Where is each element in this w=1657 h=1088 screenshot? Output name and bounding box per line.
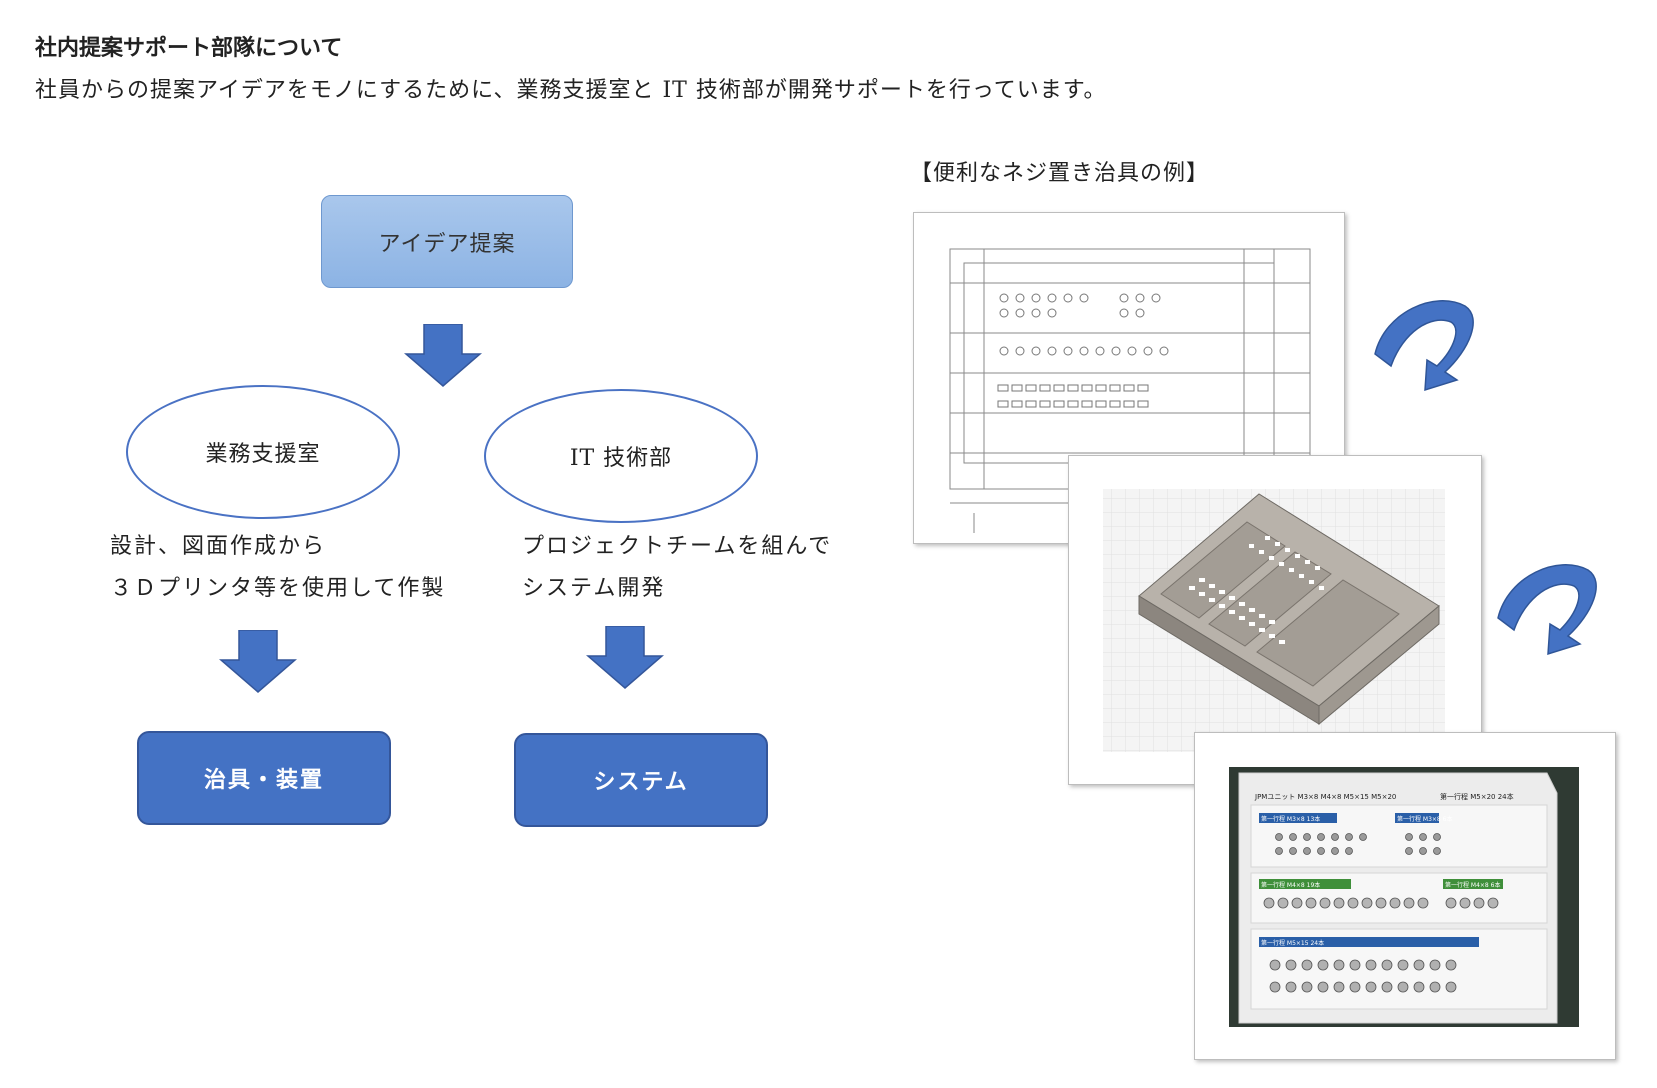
tray-header-side-label: 第一行程 M5×20 24本: [1440, 792, 1514, 801]
jig-device-box: 治具・装置: [137, 731, 391, 825]
cad-model-photo: [1068, 455, 1482, 785]
jig-photo: JPMユニット M3×8 M4×8 M5×15 M5×20 第一行程 M5×20…: [1194, 732, 1616, 1060]
left-desc-line1: 設計、図面作成から: [110, 534, 327, 559]
example-label: 【便利なネジ置き治具の例】: [910, 161, 1210, 186]
right-desc-line1: プロジェクトチームを組んで: [522, 534, 833, 559]
system-box: システム: [514, 733, 768, 827]
tray-header-label: JPMユニット M3×8 M4×8 M5×15 M5×20: [1254, 793, 1396, 801]
screw-tray-image: JPMユニット M3×8 M4×8 M5×15 M5×20 第一行程 M5×20…: [1229, 767, 1579, 1027]
curved-arrow-icon: [1374, 300, 1474, 392]
team-it-dept: IT 技術部: [484, 389, 758, 523]
3d-model-image: [1103, 489, 1445, 752]
page-title: 社内提案サポート部隊について: [35, 36, 343, 61]
intro-text: 社員からの提案アイデアをモノにするために、業務支援室と IT 技術部が開発サポー…: [35, 78, 1107, 103]
right-desc-line2: システム開発: [522, 576, 666, 601]
down-arrow-icon: [219, 630, 297, 693]
left-description: 設計、図面作成から ３Ｄプリンタ等を使用して作製: [110, 526, 445, 610]
down-arrow-icon: [586, 626, 664, 689]
row2-right-label: 第一行程 M4×8 6本: [1445, 881, 1500, 889]
row2-left-label: 第一行程 M4×8 19本: [1261, 881, 1320, 889]
row1-right-label: 第一行程 M3×8 6本: [1397, 815, 1452, 823]
team-business-support: 業務支援室: [126, 385, 400, 519]
row3-label: 第一行程 M5×15 24本: [1261, 939, 1324, 947]
curved-arrow-icon: [1497, 564, 1597, 656]
idea-proposal-box: アイデア提案: [321, 195, 573, 288]
row1-left-label: 第一行程 M3×8 13本: [1261, 815, 1320, 823]
left-desc-line2: ３Ｄプリンタ等を使用して作製: [110, 576, 446, 601]
right-description: プロジェクトチームを組んで システム開発: [522, 526, 832, 610]
down-arrow-icon: [404, 324, 482, 387]
